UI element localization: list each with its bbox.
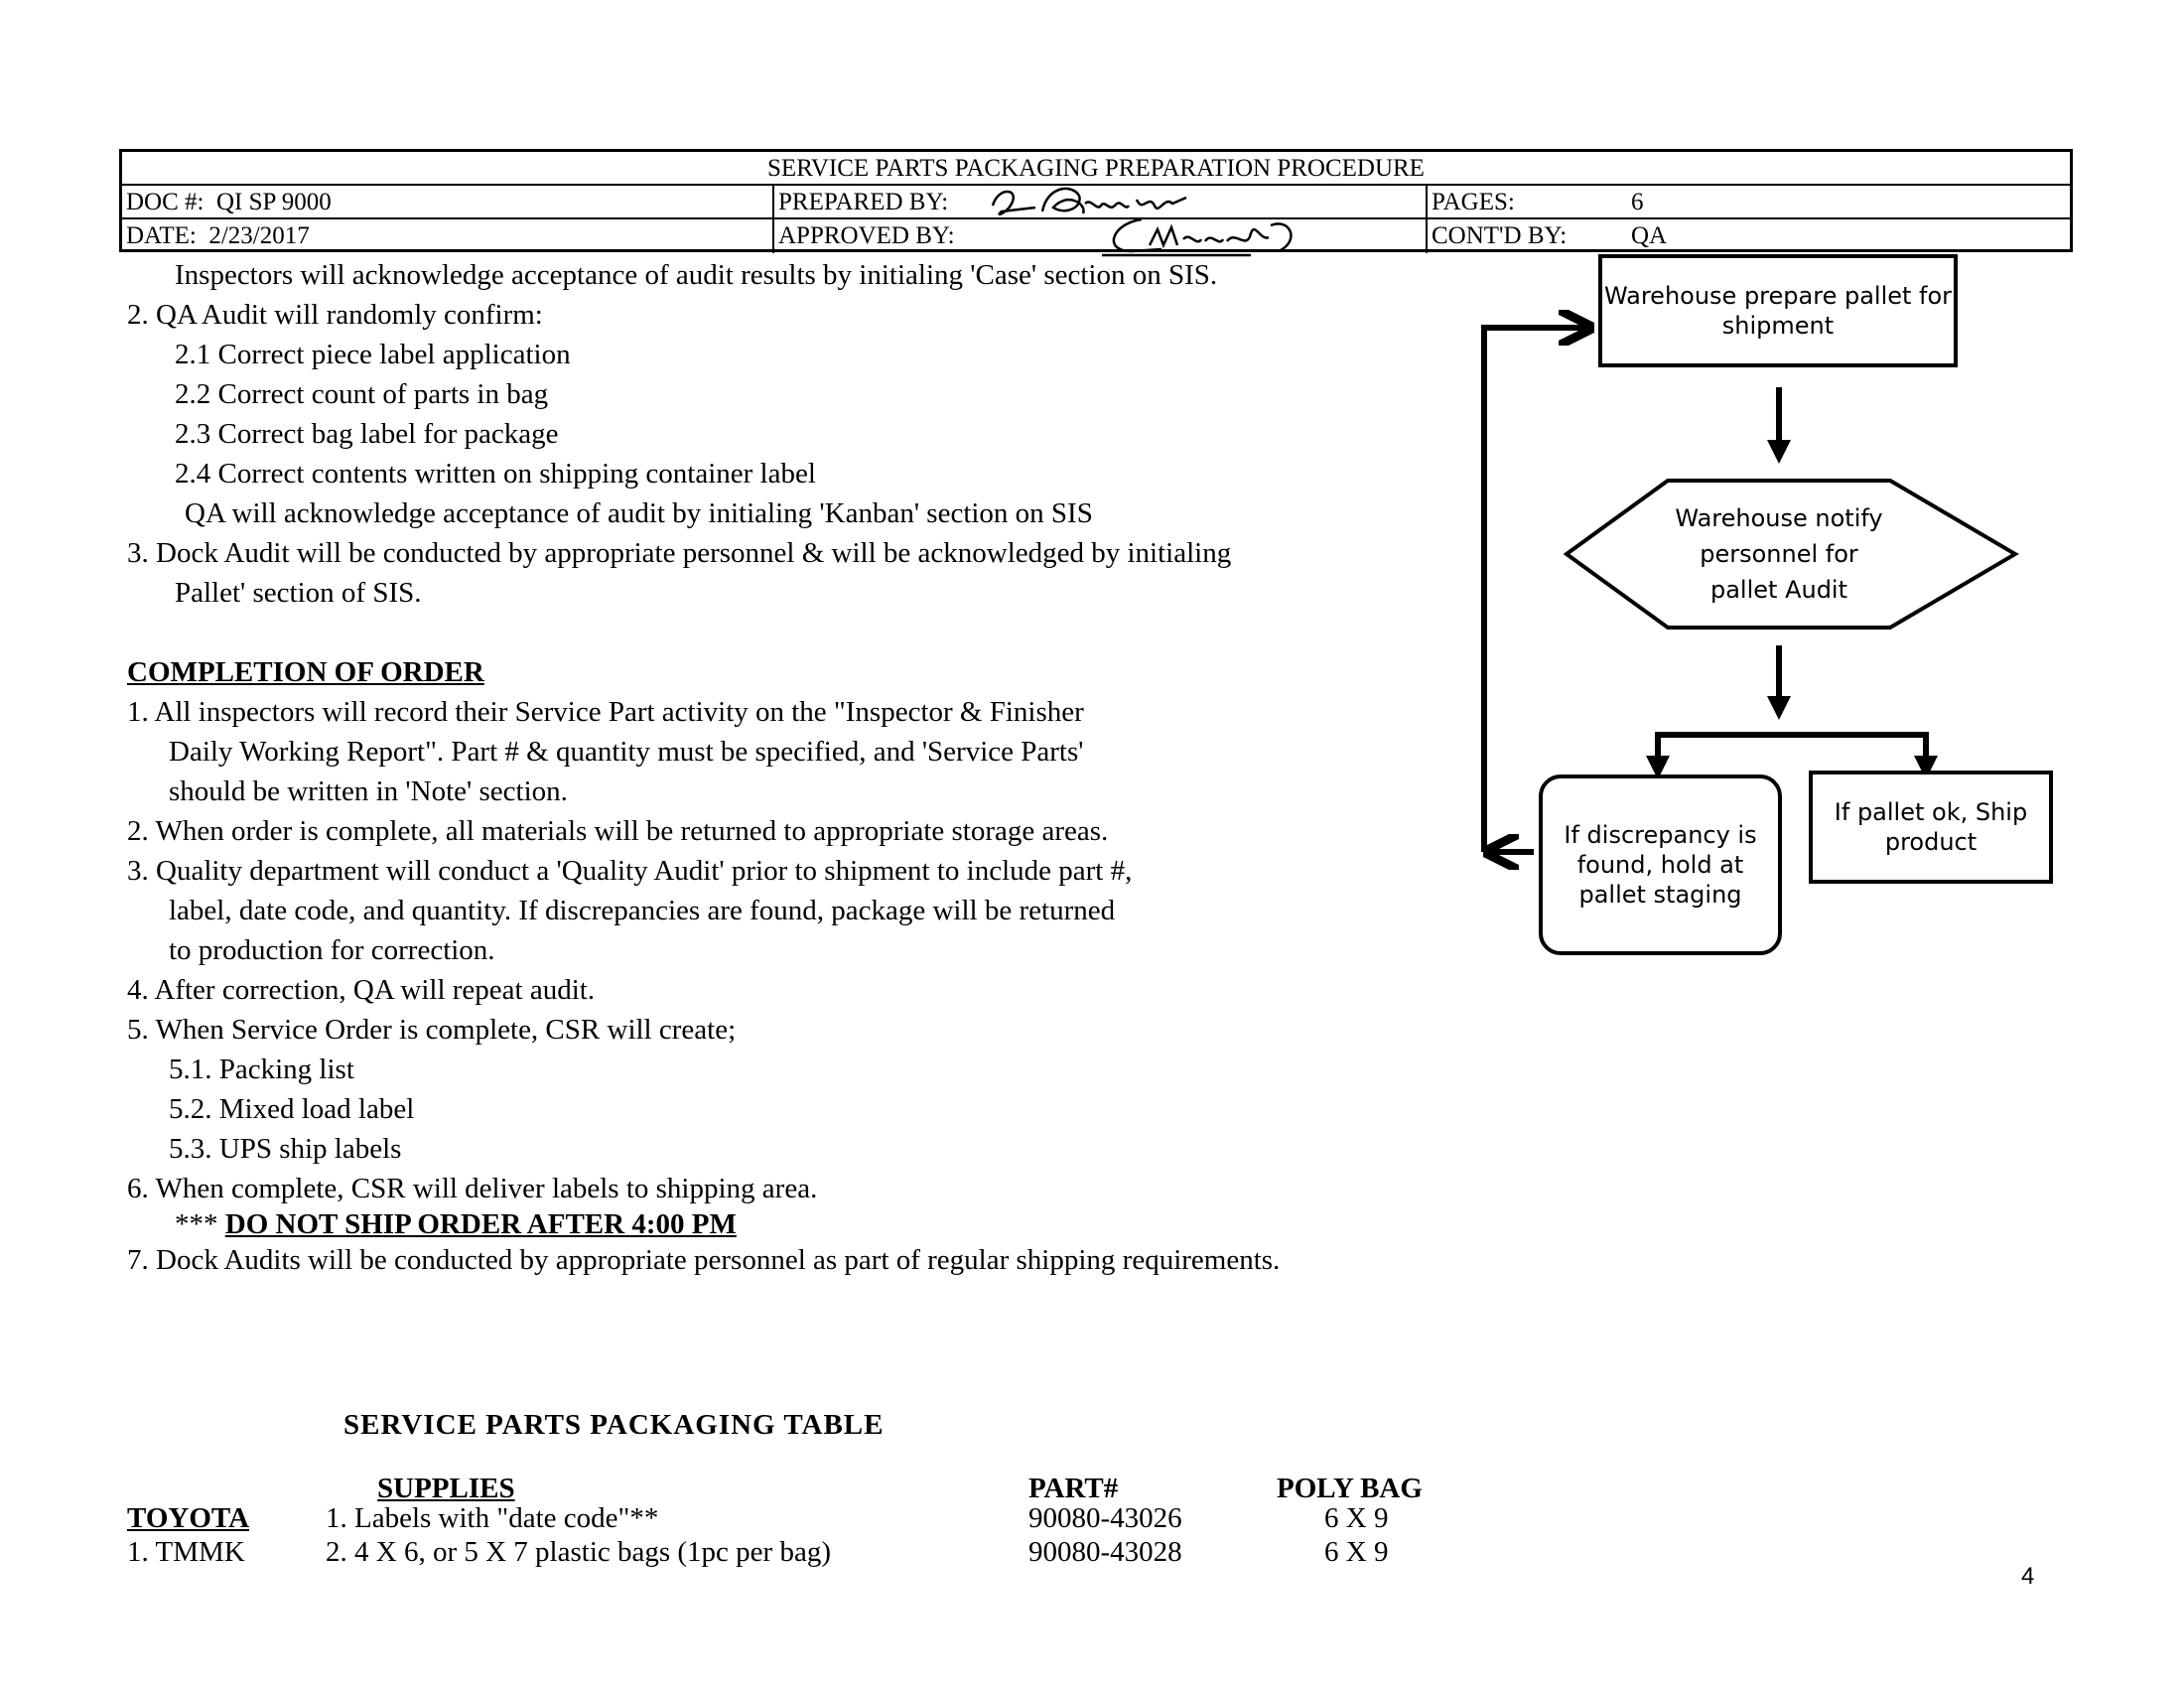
- date-cell: DATE: 2/23/2017: [122, 219, 772, 253]
- supply-item: 2. 4 X 6, or 5 X 7 plastic bags (1pc per…: [326, 1536, 831, 1568]
- col-header-part: PART#: [1028, 1473, 1119, 1504]
- pages-cell: PAGES: 6: [1426, 186, 2073, 217]
- completion-line: 2. When order is complete, all materials…: [127, 815, 1109, 847]
- procedure-line: 2.1 Correct piece label application: [175, 339, 571, 370]
- contd-by-cell: CONT'D BY: QA: [1426, 219, 2073, 253]
- completion-heading: COMPLETION OF ORDER: [127, 656, 484, 688]
- prepared-by-label: PREPARED BY:: [778, 189, 949, 215]
- contd-by-value: QA: [1631, 222, 1668, 249]
- col-header-supplies: SUPPLIES: [377, 1473, 515, 1504]
- flow-step-notify-line: pallet Audit: [1709, 576, 1848, 604]
- procedure-line: 2. QA Audit will randomly confirm:: [127, 299, 543, 331]
- approved-by-cell: APPROVED BY:: [772, 217, 1426, 257]
- date-label: DATE:: [126, 222, 197, 249]
- completion-line: 5.3. UPS ship labels: [169, 1133, 402, 1165]
- flow-branch-discrepancy: If discrepancy is found, hold at pallet …: [1539, 774, 1782, 955]
- supply-item: 1. Labels with "date code"**: [326, 1502, 659, 1534]
- doc-number-cell: DOC #: QI SP 9000: [122, 186, 772, 217]
- completion-line: 6. When complete, CSR will deliver label…: [127, 1173, 818, 1204]
- procedure-line: 3. Dock Audit will be conducted by appro…: [127, 537, 1232, 569]
- loop-connector: [1481, 325, 1588, 852]
- completion-line: 5. When Service Order is complete, CSR w…: [127, 1014, 737, 1046]
- doc-number-label: DOC #:: [126, 189, 205, 215]
- packaging-table-title: SERVICE PARTS PACKAGING TABLE: [343, 1409, 885, 1441]
- completion-line: 1. All inspectors will record their Serv…: [127, 696, 1084, 728]
- procedure-line: 2.4 Correct contents written on shipping…: [175, 458, 816, 490]
- completion-line: 3. Quality department will conduct a 'Qu…: [127, 855, 1133, 887]
- completion-line: 5.1. Packing list: [169, 1054, 354, 1085]
- header-row-2: DATE: 2/23/2017 APPROVED BY: CONT'D BY: …: [122, 217, 2073, 257]
- approved-by-signature: [1102, 217, 1293, 257]
- col-header-poly-bag: POLY BAG: [1277, 1473, 1423, 1504]
- pages-value: 6: [1631, 189, 1644, 215]
- completion-line: to production for correction.: [169, 934, 495, 966]
- poly-bag-size: 6 X 9: [1324, 1502, 1389, 1534]
- completion-line: label, date code, and quantity. If discr…: [169, 895, 1116, 926]
- pages-label: PAGES:: [1432, 189, 1515, 215]
- flow-step-prepare-pallet: Warehouse prepare pallet for shipment: [1598, 254, 1958, 367]
- warning-prefix: ***: [175, 1208, 218, 1240]
- procedure-line: Pallet' section of SIS.: [175, 577, 422, 609]
- customer-plant: 1. TMMK: [127, 1536, 245, 1568]
- customer-name: TOYOTA: [127, 1502, 250, 1534]
- procedure-line: 2.2 Correct count of parts in bag: [175, 378, 549, 410]
- procedure-line: Inspectors will acknowledge acceptance o…: [175, 259, 1218, 291]
- poly-bag-size: 6 X 9: [1324, 1536, 1389, 1568]
- prepared-by-signature: [991, 187, 1187, 215]
- flow-step-notify-line: personnel for: [1700, 540, 1858, 568]
- document-header: SERVICE PARTS PACKAGING PREPARATION PROC…: [119, 149, 2073, 257]
- header-row-1: DOC #: QI SP 9000 PREPARED BY: PAGES: 6: [122, 186, 2070, 219]
- completion-line: 7. Dock Audits will be conducted by appr…: [127, 1244, 1281, 1276]
- flow-step-notify-line: Warehouse notify: [1675, 504, 1883, 532]
- procedure-line: QA will acknowledge acceptance of audit …: [185, 497, 1093, 529]
- audit-hexagon: [1563, 479, 2019, 630]
- part-number: 90080-43026: [1028, 1502, 1182, 1534]
- branch-bar: [1655, 732, 1929, 773]
- prepared-by-cell: PREPARED BY:: [772, 186, 1426, 217]
- contd-by-label: CONT'D BY:: [1432, 222, 1568, 249]
- page-number: 4: [2021, 1563, 2035, 1590]
- completion-line: 4. After correction, QA will repeat audi…: [127, 974, 596, 1006]
- doc-number-value: QI SP 9000: [215, 189, 332, 215]
- document-title: SERVICE PARTS PACKAGING PREPARATION PROC…: [122, 152, 2070, 186]
- warning-text: DO NOT SHIP ORDER AFTER 4:00 PM: [224, 1208, 737, 1240]
- shipping-cutoff-warning: *** DO NOT SHIP ORDER AFTER 4:00 PM: [175, 1207, 737, 1241]
- date-value: 2/23/2017: [208, 222, 310, 249]
- approved-by-label: APPROVED BY:: [778, 222, 955, 249]
- flow-step-notify-audit: Warehouse notify personnel for pallet Au…: [1648, 500, 1910, 608]
- completion-line: should be written in 'Note' section.: [169, 775, 568, 807]
- part-number: 90080-43028: [1028, 1536, 1182, 1568]
- completion-line: Daily Working Report". Part # & quantity…: [169, 736, 1084, 768]
- flow-branch-ship: If pallet ok, Ship product: [1809, 771, 2053, 884]
- procedure-line: 2.3 Correct bag label for package: [175, 418, 559, 450]
- completion-line: 5.2. Mixed load label: [169, 1093, 415, 1125]
